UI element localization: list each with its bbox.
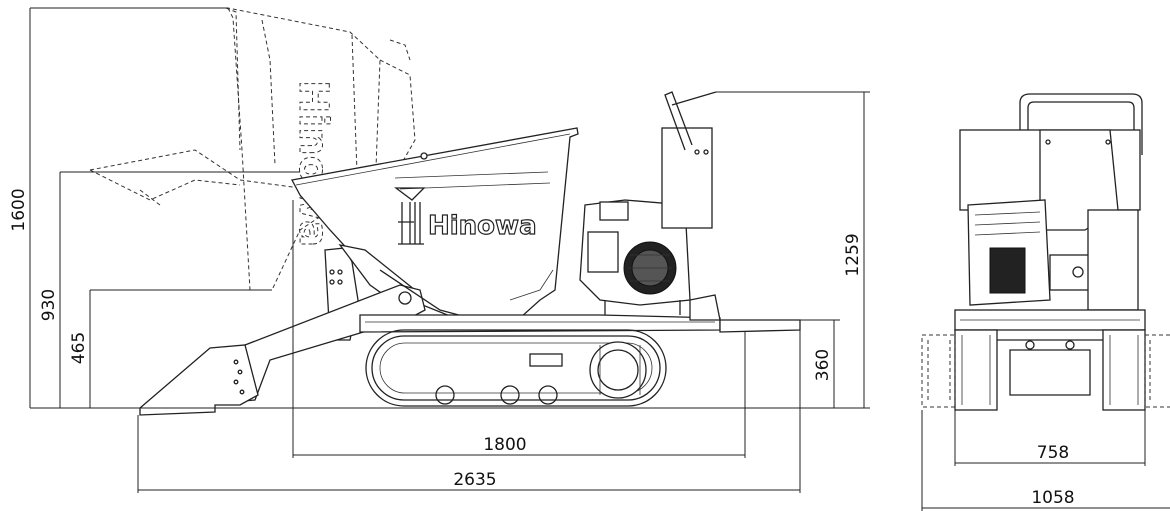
crawler-track <box>365 329 667 407</box>
brand-logo: Hinowa <box>394 187 537 245</box>
lift-arm <box>231 244 471 403</box>
dim-1800-label: 1800 <box>483 435 526 455</box>
dim-465-label: 465 <box>69 332 89 364</box>
dim-1600-label: 1600 <box>9 188 29 231</box>
brand-logo-text: Hinowa <box>428 211 537 241</box>
side-view-dimensions: 1600 930 465 1259 360 1800 2635 <box>9 7 870 493</box>
chassis <box>359 314 801 333</box>
dim-360-label: 360 <box>813 349 833 381</box>
front-shovel <box>139 344 259 416</box>
side-view: Hinowa Hinowa <box>9 7 870 493</box>
dim-1058-label: 1058 <box>1031 488 1074 508</box>
front-view-dimensions: 758 1058 <box>921 410 1170 511</box>
dim-2635-label: 2635 <box>453 470 496 490</box>
dim-1259-label: 1259 <box>843 233 863 276</box>
dim-758-label: 758 <box>1037 443 1069 463</box>
dim-930-label: 930 <box>39 289 59 321</box>
control-column <box>661 91 721 321</box>
front-view-machine <box>921 93 1170 411</box>
front-view: 758 1058 <box>921 93 1170 511</box>
dumper-bucket: Hinowa <box>291 127 579 319</box>
